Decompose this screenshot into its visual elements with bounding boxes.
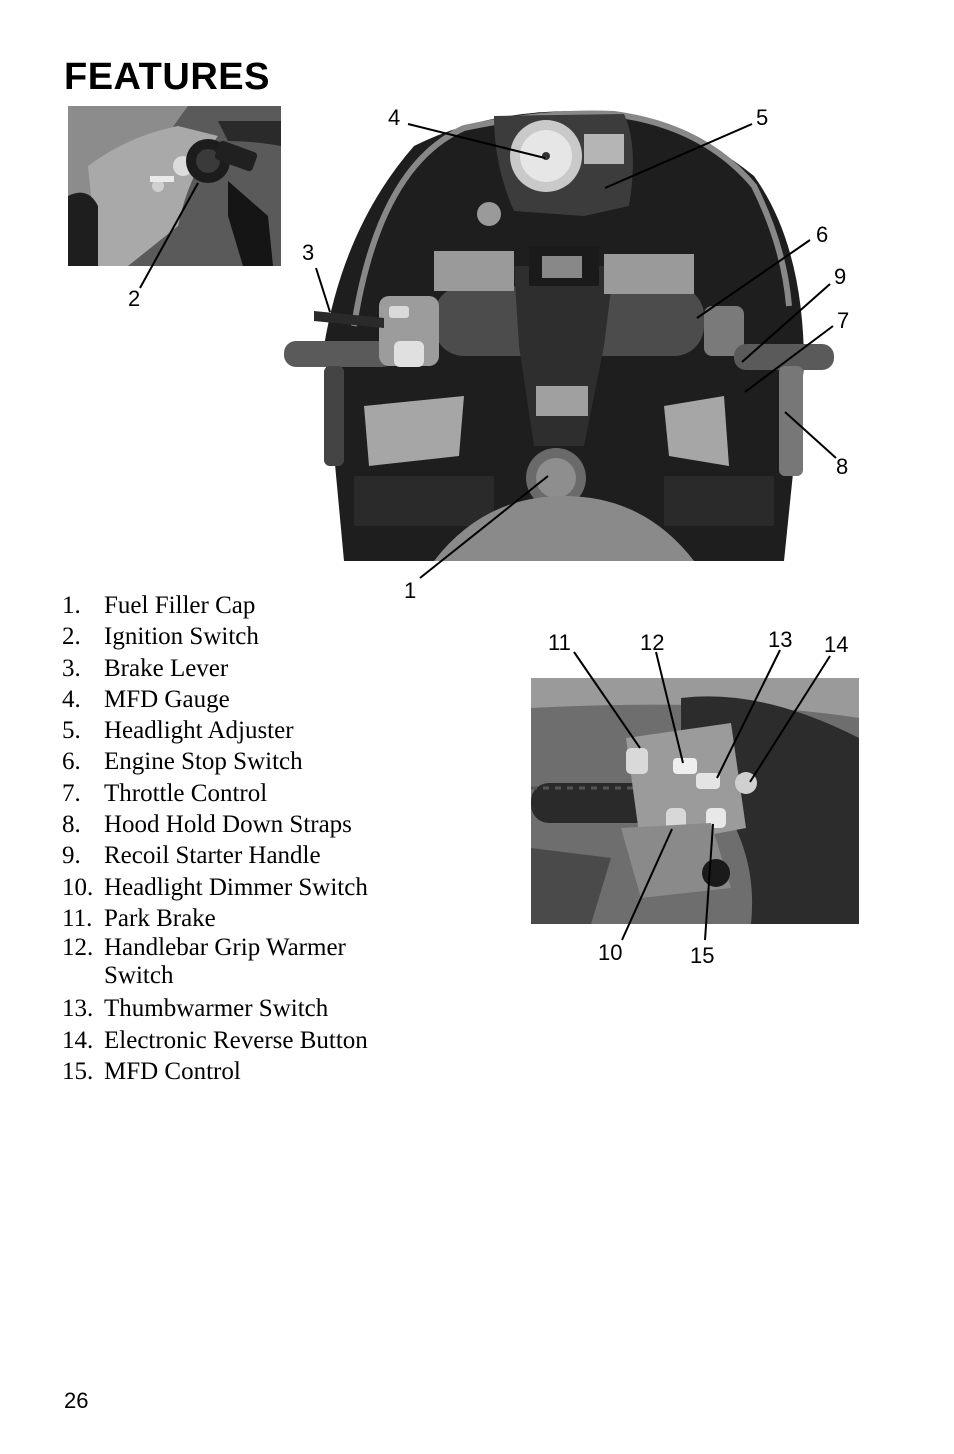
legend-item: 3. Brake Lever — [62, 653, 422, 684]
legend-label: Headlight Adjuster — [104, 717, 294, 745]
callout-12: 12 — [640, 630, 665, 655]
legend-number: 15. — [62, 1057, 94, 1085]
callout-5: 5 — [756, 105, 769, 130]
legend-label: Fuel Filler Cap — [104, 592, 256, 619]
legend-item: 6. Engine Stop Switch — [62, 746, 422, 777]
handlebar-controls-photo — [531, 678, 859, 924]
legend-number: 5. — [62, 717, 81, 745]
callout-14: 14 — [824, 632, 849, 657]
legend-number: 10. — [62, 873, 94, 901]
legend-item: 9. Recoil Starter Handle — [62, 840, 422, 871]
callout-10: 10 — [598, 940, 623, 965]
legend-label: MFD Control — [104, 1057, 241, 1085]
legend-number: 1. — [62, 592, 81, 619]
legend-label: Headlight Dimmer Switch — [104, 873, 368, 901]
legend-number: 7. — [62, 779, 81, 807]
page-number: 26 — [64, 1388, 89, 1413]
features-legend: 1. Fuel Filler Cap 2. Ignition Switch 3. Br… — [62, 590, 422, 1087]
legend-label: Brake Lever — [104, 654, 229, 682]
legend-label: Park Brake — [104, 904, 216, 932]
legend-number: 12. — [62, 934, 94, 962]
legend-item: 2. Ignition Switch — [62, 621, 422, 652]
callout-2: 2 — [128, 286, 141, 311]
legend-item: 15. MFD Control — [62, 1056, 422, 1087]
legend-label: Engine Stop Switch — [104, 748, 303, 776]
legend-label: Electronic Reverse Button — [104, 1026, 368, 1054]
callout-9: 9 — [834, 264, 847, 289]
callout-11: 11 — [548, 630, 571, 655]
legend-label: Hood Hold Down Straps — [104, 811, 352, 839]
legend-number: 11. — [62, 904, 93, 932]
legend-number: 2. — [62, 623, 81, 651]
legend-item: 14. Electronic Reverse Button — [62, 1025, 422, 1056]
ignition-switch-photo — [68, 106, 281, 266]
handlebar-dash-photo — [284, 106, 840, 561]
legend-label: Handlebar Grip Warmer Switch — [104, 934, 346, 990]
legend-label: Throttle Control — [104, 779, 268, 807]
legend-label: Ignition Switch — [104, 623, 259, 651]
legend-item: 4. MFD Gauge — [62, 684, 422, 715]
callout-13: 13 — [768, 627, 793, 652]
callout-3: 3 — [302, 240, 315, 265]
legend-item: 8. Hood Hold Down Straps — [62, 809, 422, 840]
legend-label: MFD Gauge — [104, 685, 230, 713]
legend-label: Thumbwarmer Switch — [104, 995, 329, 1023]
callout-4: 4 — [388, 105, 401, 130]
legend-item: 7. Throttle Control — [62, 778, 422, 809]
legend-number: 8. — [62, 811, 81, 839]
callout-15: 15 — [690, 943, 715, 968]
legend-number: 14. — [62, 1026, 94, 1054]
legend-number: 4. — [62, 685, 81, 713]
legend-number: 13. — [62, 995, 94, 1023]
legend-number: 6. — [62, 748, 81, 776]
legend-label: Recoil Starter Handle — [104, 842, 321, 870]
legend-item: 12. Handlebar Grip Warmer Switch — [62, 934, 422, 990]
legend-item: 11. Park Brake — [62, 903, 422, 934]
callout-6: 6 — [816, 222, 829, 247]
page-title: FEATURES — [64, 56, 270, 98]
legend-number: 9. — [62, 842, 81, 870]
legend-item: 13. Thumbwarmer Switch — [62, 993, 422, 1024]
legend-item: 1. Fuel Filler Cap — [62, 590, 422, 621]
legend-number: 3. — [62, 654, 81, 682]
legend-item: 5. Headlight Adjuster — [62, 715, 422, 746]
callout-7: 7 — [837, 308, 850, 333]
legend-item: 10. Headlight Dimmer Switch — [62, 872, 422, 903]
callout-1: 1 — [404, 578, 417, 603]
callout-8: 8 — [836, 454, 849, 479]
